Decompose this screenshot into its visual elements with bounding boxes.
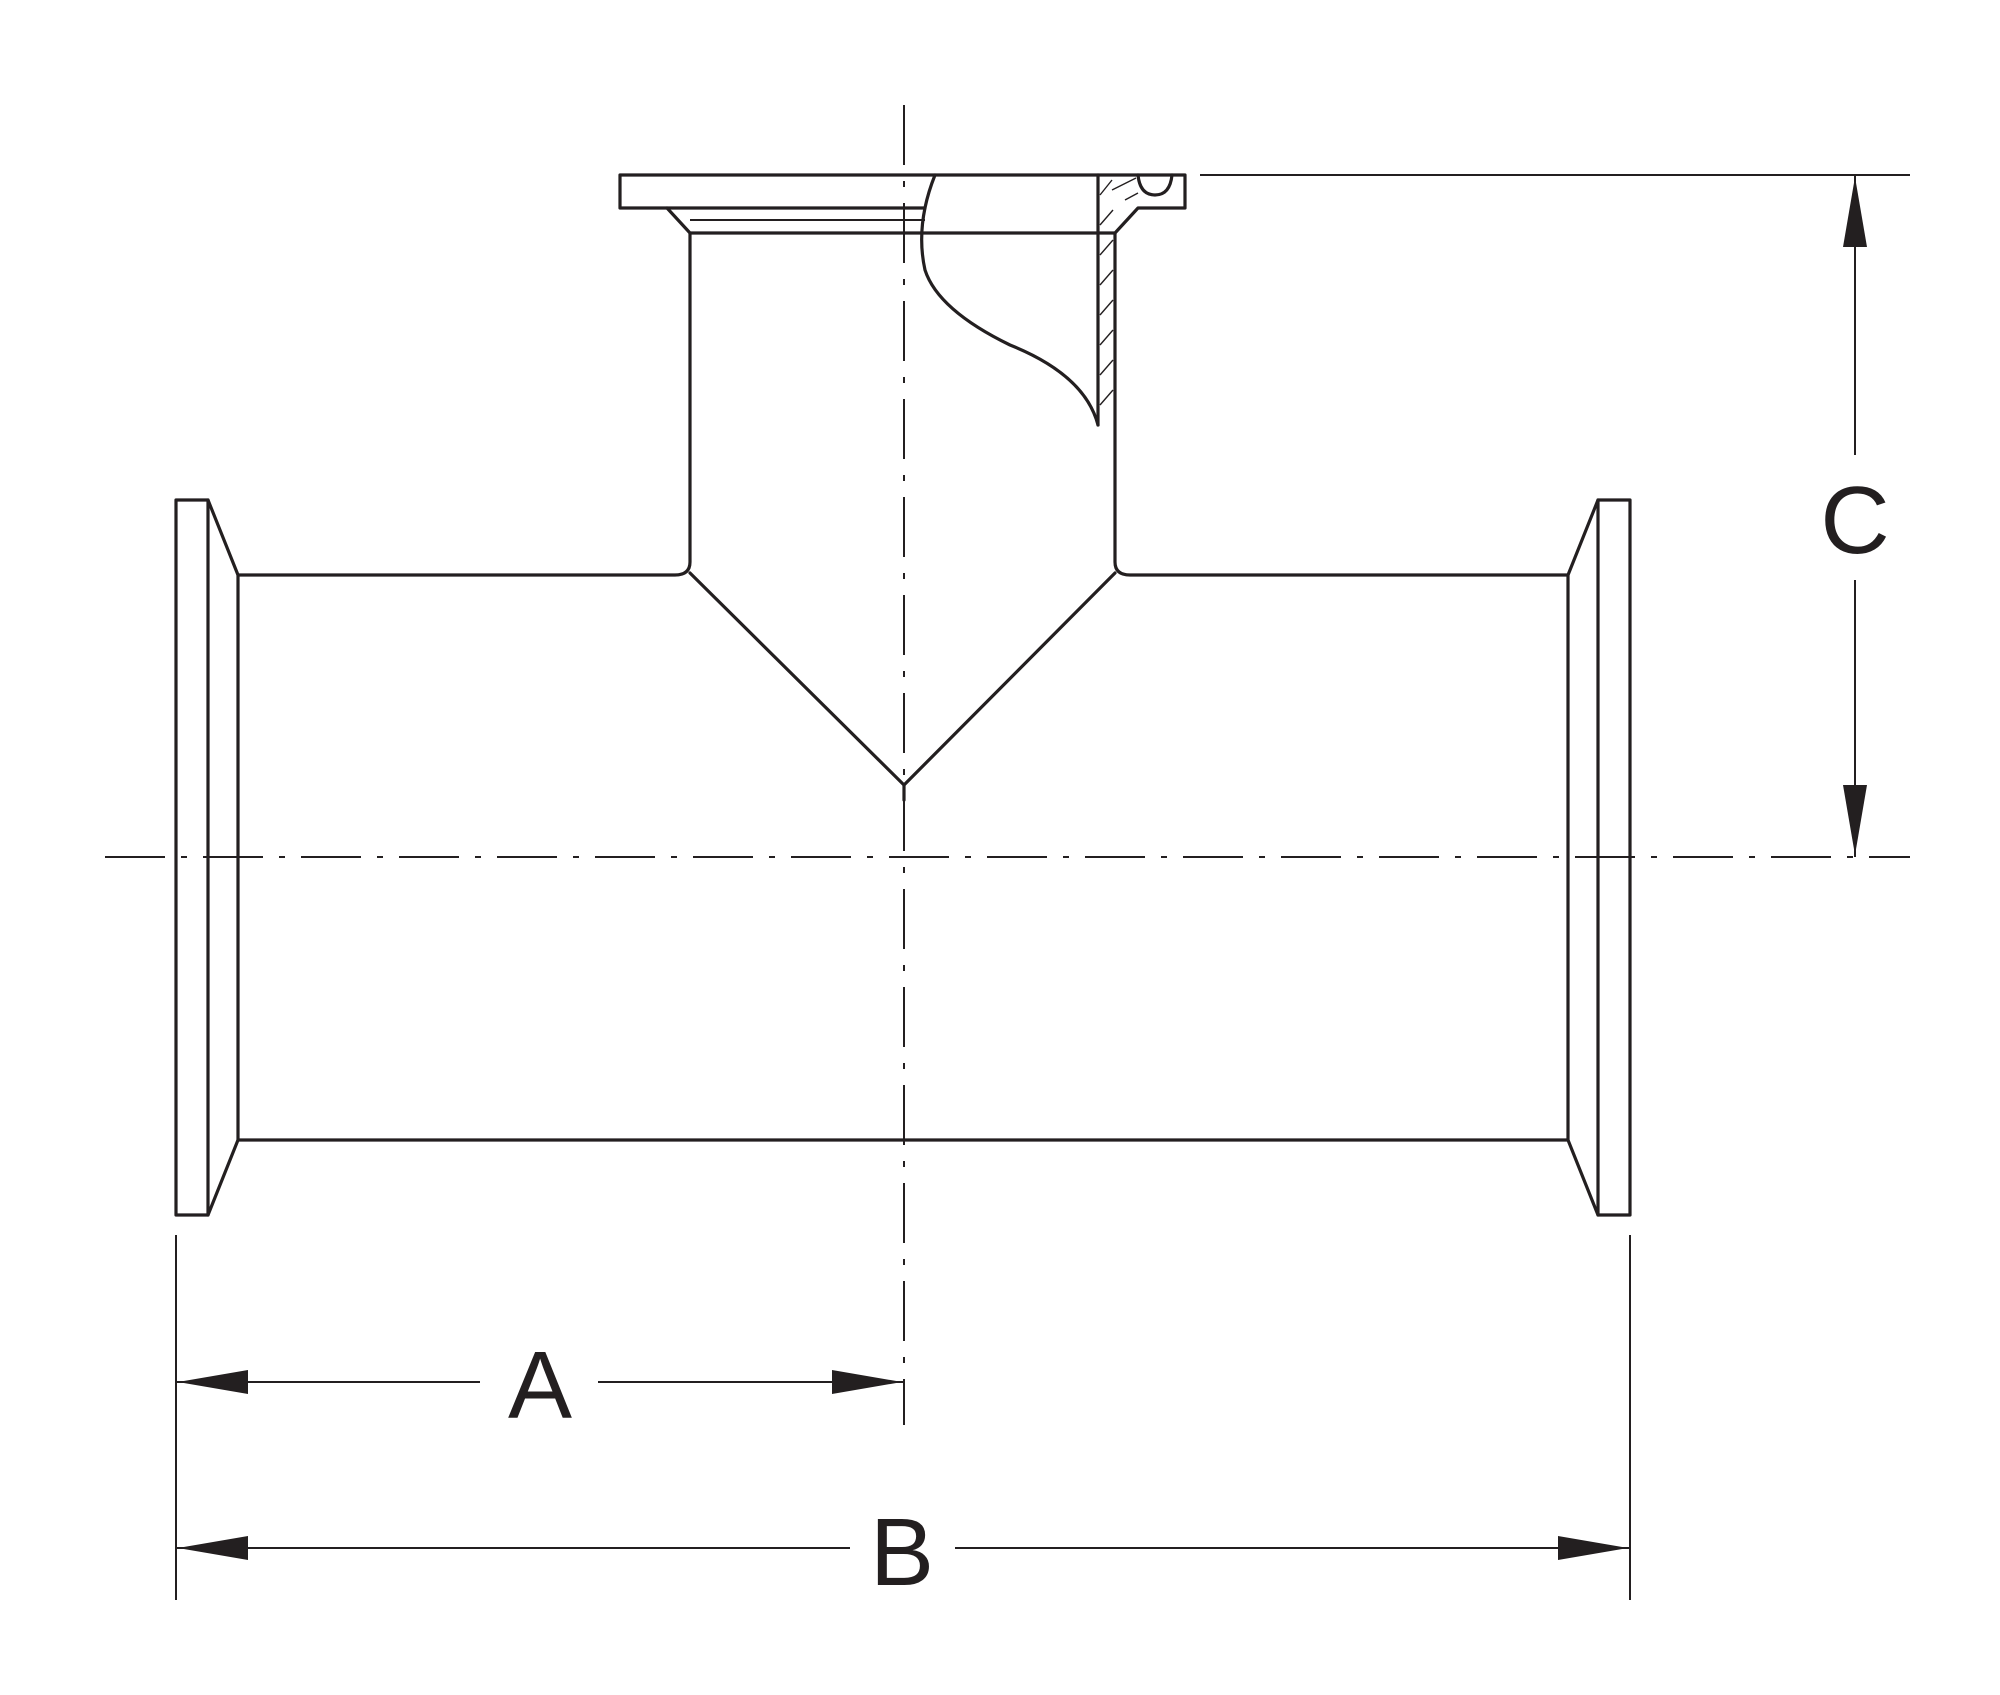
dimension-b xyxy=(176,1536,1630,1560)
main-run-body xyxy=(236,231,1570,1142)
dimension-b-label: B xyxy=(870,1499,934,1606)
dimension-c xyxy=(1843,175,1867,857)
dimension-a-label: A xyxy=(508,1332,572,1439)
right-ferrule-flange xyxy=(1566,498,1632,1217)
branch-cutaway-section xyxy=(920,173,1139,427)
dimension-a xyxy=(176,1370,904,1394)
left-ferrule-flange xyxy=(174,498,240,1217)
dimension-c-label: C xyxy=(1820,467,1889,574)
branch-ferrule-flange xyxy=(618,173,1187,235)
